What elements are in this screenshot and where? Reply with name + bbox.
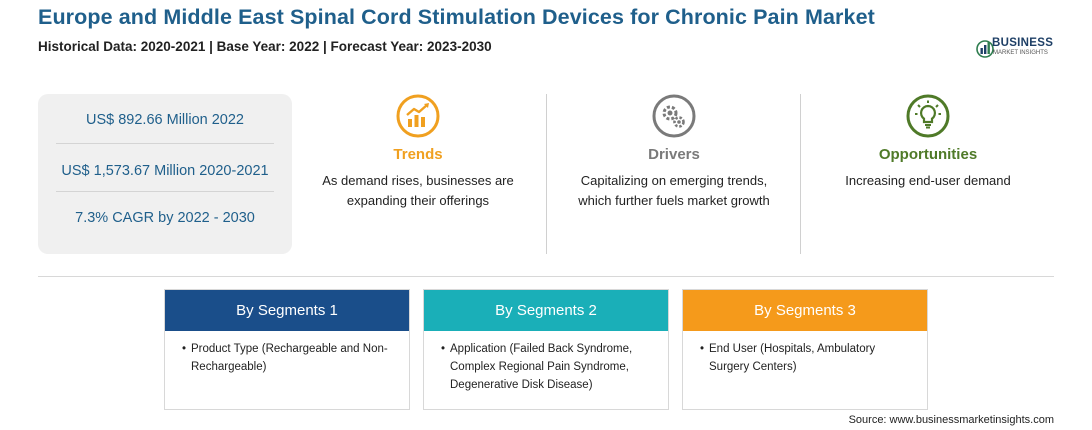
- bullet-point: •: [182, 343, 187, 355]
- opportunities-title: Opportunities: [878, 146, 978, 163]
- drivers-text: Capitalizing on emerging trends, which f…: [578, 173, 770, 208]
- logo-tagline: MARKET INSIGHTS: [993, 50, 1048, 56]
- stat-divider: [56, 143, 274, 144]
- stat-cagr: 7.3% CAGR by 2022 - 2030: [75, 210, 255, 226]
- key-stats-panel: US$ 892.66 Million 2022 US$ 1,573.67 Mil…: [38, 94, 292, 254]
- column-divider: [546, 94, 547, 254]
- bullet-point: •: [700, 343, 705, 355]
- segment-2-text: Application (Failed Back Syndrome, Compl…: [450, 343, 633, 391]
- logo-name: BUSINESS: [992, 37, 1054, 49]
- segment-1-title: By Segments 1: [165, 290, 409, 331]
- stat-market-value-historical: US$ 1,573.67 Million 2020-2021: [61, 163, 269, 179]
- segment-3-title: By Segments 3: [683, 290, 927, 331]
- source-link[interactable]: Source: www.businessmarketinsights.com: [848, 414, 1054, 426]
- segment-card-3: By Segments 3 • End User (Hospitals, Amb…: [682, 289, 928, 410]
- section-divider: [38, 276, 1054, 277]
- segment-card-1: By Segments 1 • Product Type (Rechargeab…: [164, 289, 410, 410]
- lightbulb-icon: [906, 94, 950, 138]
- opportunities-section: Opportunities Increasing end-user demand: [818, 94, 1038, 191]
- segment-3-text: End User (Hospitals, Ambulatory Surgery …: [709, 343, 876, 373]
- segment-1-text: Product Type (Rechargeable and Non-Recha…: [191, 343, 388, 373]
- segment-2-title: By Segments 2: [424, 290, 668, 331]
- trends-section: Trends As demand rises, businesses are e…: [308, 94, 528, 211]
- stat-market-value-2022: US$ 892.66 Million 2022: [86, 112, 244, 128]
- page-subtitle: Historical Data: 2020-2021 | Base Year: …: [38, 39, 492, 54]
- opportunities-text: Increasing end-user demand: [845, 173, 1011, 188]
- drivers-section: Drivers Capitalizing on emerging trends,…: [564, 94, 784, 211]
- bullet-point: •: [441, 343, 446, 355]
- bar-chart-logo-icon: [976, 40, 994, 58]
- brand-logo[interactable]: BUSINESS MARKET INSIGHTS: [976, 37, 1060, 61]
- drivers-title: Drivers: [648, 146, 700, 163]
- column-divider: [800, 94, 801, 254]
- stat-divider: [56, 191, 274, 192]
- trends-title: Trends: [393, 146, 443, 163]
- trend-chart-icon: [396, 94, 440, 138]
- gears-icon: [652, 94, 696, 138]
- segment-card-2: By Segments 2 • Application (Failed Back…: [423, 289, 669, 410]
- trends-text: As demand rises, businesses are expandin…: [322, 173, 514, 208]
- page-title: Europe and Middle East Spinal Cord Stimu…: [38, 5, 875, 29]
